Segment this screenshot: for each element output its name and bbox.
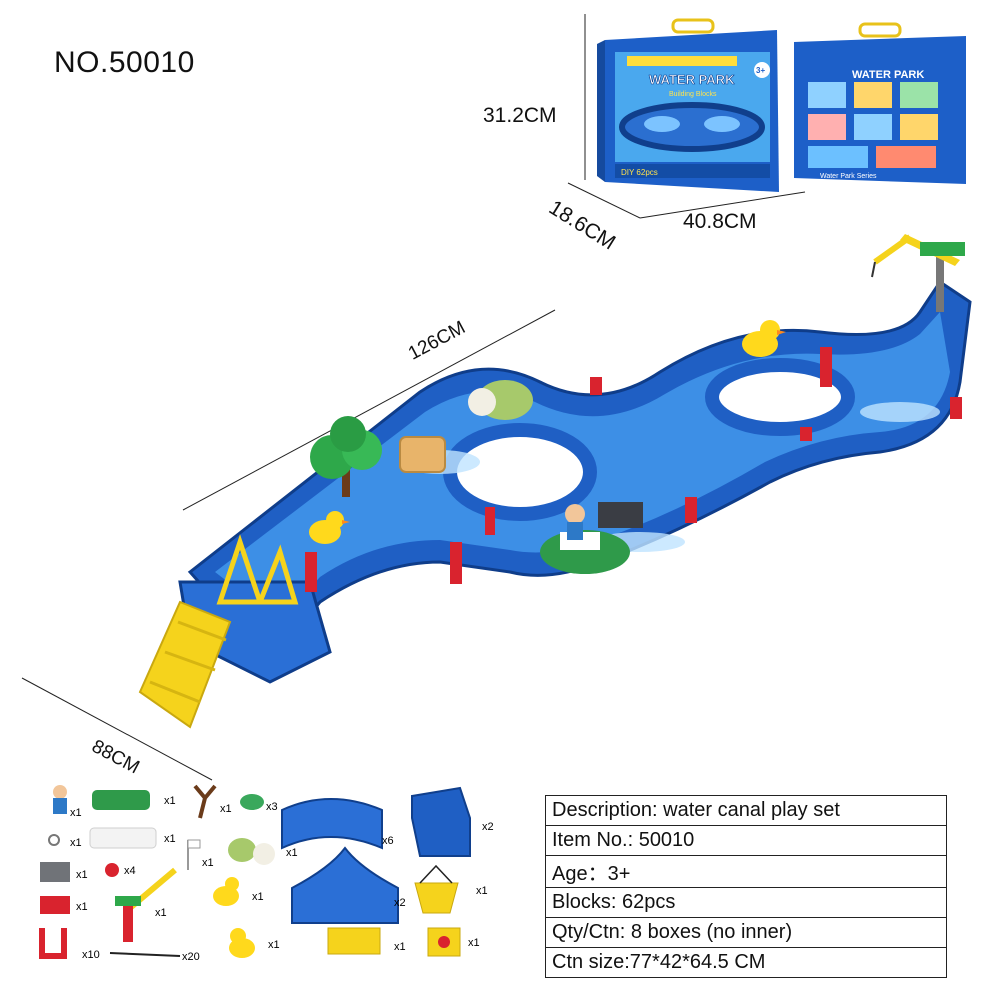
part-duck-qty: x1 — [252, 891, 264, 903]
box-front-bottom-text: DIY 62pcs — [621, 168, 658, 177]
part-branch: x1 — [193, 784, 232, 819]
part-junction-track-qty: x2 — [394, 897, 406, 909]
part-stick-qty: x20 — [182, 951, 200, 963]
part-ring: x1 — [48, 834, 82, 849]
part-ring-qty: x1 — [70, 837, 82, 849]
box-brand-subtitle: Building Blocks — [669, 91, 717, 98]
part-gear: x4 — [105, 863, 136, 877]
spec-qty-ctn: Qty/Ctn: 8 boxes (no inner) — [545, 917, 947, 948]
spec-blocks: Blocks: 62pcs — [545, 887, 947, 918]
model-number: NO.50010 — [54, 46, 195, 79]
playset-image — [138, 234, 972, 729]
part-duckling-qty: x1 — [268, 939, 280, 951]
part-turtle-qty: x1 — [286, 847, 298, 859]
part-duck: x1 — [213, 877, 264, 906]
part-basket-qty: x1 — [476, 885, 488, 897]
part-ladder-plate-qty: x1 — [394, 941, 406, 953]
box-back-bottom-text: Water Park Series — [820, 173, 877, 180]
parts-list: x1 x1 x1 x3 x6 x2 x1 x1 x1 x1 x1 — [39, 784, 494, 963]
part-tower-block-qty: x2 — [482, 821, 494, 833]
part-waterwheel: x1 — [427, 927, 480, 957]
part-crane-qty: x1 — [155, 907, 167, 919]
box-height-label: 31.2CM — [483, 104, 557, 127]
spec-row-item-no: Item No.: 50010 — [545, 825, 947, 856]
part-ladder-plate: x1 — [327, 927, 406, 955]
part-figure: x1 — [53, 785, 82, 819]
part-bridge-qty: x1 — [164, 833, 176, 845]
part-curve-track-qty: x6 — [382, 835, 394, 847]
spec-age: Age：3+ — [545, 855, 947, 888]
part-bridge: x1 — [89, 827, 176, 849]
part-crane: x1 — [115, 867, 177, 942]
part-junction-track: x2 — [291, 846, 406, 924]
part-flag: x1 — [187, 839, 214, 870]
part-boat-qty: x1 — [164, 795, 176, 807]
spec-row-ctn-size: Ctn size:77*42*64.5 CM — [545, 947, 947, 978]
spec-row-blocks: Blocks: 62pcs — [545, 887, 947, 918]
box-back-title: WATER PARK — [852, 69, 924, 81]
spec-description: Description: water canal play set — [545, 795, 947, 826]
part-figure-qty: x1 — [70, 807, 82, 819]
part-boat: x1 — [92, 790, 176, 810]
box-age-badge: 3+ — [756, 66, 765, 75]
spec-row-qty-ctn: Qty/Ctn: 8 boxes (no inner) — [545, 917, 947, 948]
part-basket: x1 — [414, 864, 488, 914]
box-front-image: WATER PARK Building Blocks 3+ DIY 62pcs — [597, 18, 779, 192]
part-duckling: x1 — [229, 928, 280, 958]
part-gear-qty: x4 — [124, 865, 136, 877]
part-flag-qty: x1 — [202, 857, 214, 869]
part-red-block-qty: x1 — [76, 901, 88, 913]
part-stone-qty: x3 — [266, 801, 278, 813]
spec-row-description: Description: water canal play set — [545, 795, 947, 826]
box-width-label: 40.8CM — [683, 210, 757, 233]
part-stone: x3 — [240, 794, 278, 813]
box-back-image: WATER PARK Water Park Series — [794, 22, 966, 184]
spec-row-age: Age：3+ — [545, 855, 947, 888]
part-stick: x20 — [109, 951, 200, 963]
spec-table: Description: water canal play set Item N… — [545, 795, 947, 978]
part-red-block: x1 — [40, 896, 88, 914]
part-weight: x1 — [40, 862, 88, 882]
box-brand-title: WATER PARK — [649, 72, 735, 87]
part-weight-qty: x1 — [76, 869, 88, 881]
spec-ctn-size: Ctn size:77*42*64.5 CM — [545, 947, 947, 978]
part-branch-qty: x1 — [220, 803, 232, 815]
part-gate-qty: x10 — [82, 949, 100, 961]
part-gate: x10 — [39, 928, 100, 961]
part-curve-track: x6 — [281, 798, 394, 850]
part-turtle: x1 — [228, 838, 298, 865]
part-tower-block: x2 — [411, 786, 494, 857]
spec-item-no: Item No.: 50010 — [545, 825, 947, 856]
part-waterwheel-qty: x1 — [468, 937, 480, 949]
